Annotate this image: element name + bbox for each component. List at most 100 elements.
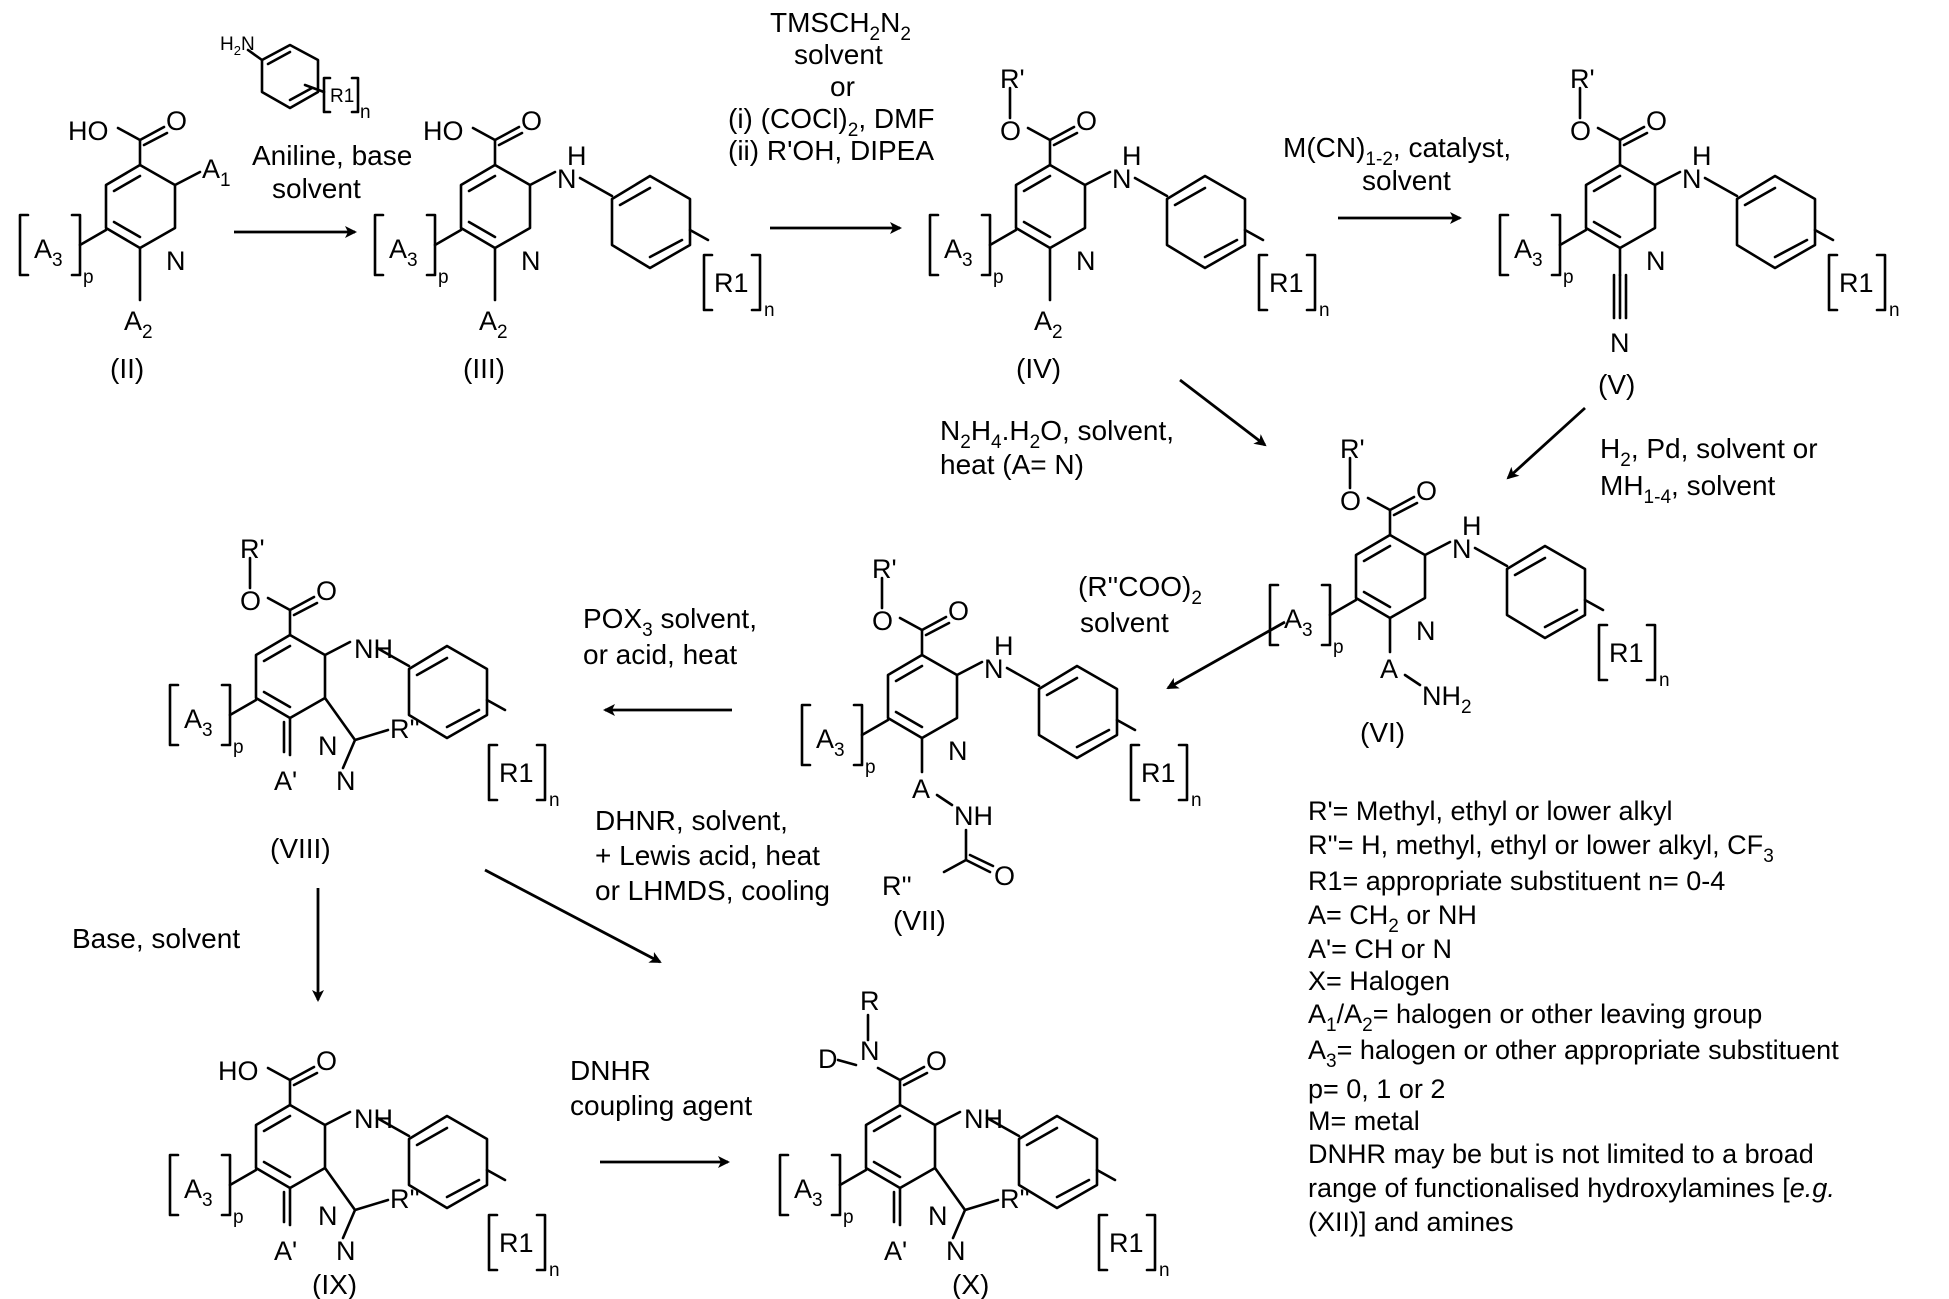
a3-label: A <box>1284 604 1302 634</box>
svg-text:p: p <box>1563 267 1574 288</box>
legend-line-13: (XII)] and amines <box>1308 1207 1514 1237</box>
ring-n-label: N <box>521 246 541 276</box>
svg-text:(ii) R'OH, DIPEA: (ii) R'OH, DIPEA <box>728 135 934 166</box>
compound-II: HO O N A 1 A 2 A 3 p (II) <box>20 106 231 384</box>
amide-o-label: O <box>994 861 1015 891</box>
svg-text:p: p <box>438 267 449 288</box>
compound-label-VI: (VI) <box>1360 717 1405 748</box>
a3-label: A <box>389 234 407 264</box>
compound-label-VIII: (VIII) <box>270 833 331 864</box>
r1-label: R1 <box>499 758 534 788</box>
r1-label: R1 <box>1609 638 1644 668</box>
svg-text:+ Lewis acid, heat: + Lewis acid, heat <box>595 840 820 871</box>
amine-h-label: H <box>994 631 1014 661</box>
svg-text:p: p <box>843 1207 854 1228</box>
svg-text:solvent: solvent <box>794 39 883 70</box>
amine-h-label: H <box>1462 511 1482 541</box>
compound-V: R' O O N N H N A 3 p R1 n (V) <box>1500 64 1900 400</box>
reagent-coupling: DNHR coupling agent <box>570 1055 752 1121</box>
aprime-n-label: A' <box>884 1236 907 1266</box>
triazole-n-label: N <box>336 766 356 796</box>
svg-text:3: 3 <box>202 1190 213 1211</box>
svg-text:3: 3 <box>407 250 418 271</box>
triazole-n-label: N <box>336 1236 356 1266</box>
reagent-aniline-solvent: solvent <box>272 173 361 204</box>
carbonyl-o-label: O <box>316 576 337 606</box>
ester-o-label: O <box>1000 116 1021 146</box>
compound-label-III: (III) <box>463 353 505 384</box>
legend-line-5: A'= CH or N <box>1308 934 1452 964</box>
ester-r-label: R' <box>1570 64 1595 94</box>
r1-label: R1 <box>1269 268 1304 298</box>
svg-text:p: p <box>83 267 94 288</box>
legend-line-7: A1/A2= halogen or other leaving group <box>1308 999 1762 1036</box>
svg-text:n: n <box>1191 790 1202 811</box>
svg-text:heat (A= N): heat (A= N) <box>940 449 1084 480</box>
svg-text:3: 3 <box>1302 620 1313 641</box>
aniline-structure: H2N R1 n <box>220 34 371 123</box>
carbonyl-o-label: O <box>1076 106 1097 136</box>
svg-text:3: 3 <box>812 1190 823 1211</box>
a2-label: A <box>124 306 142 336</box>
reagent-cyclization: POX3 solvent, or acid, heat <box>583 603 757 670</box>
bridgehead-n-label: N <box>928 1201 948 1231</box>
compound-X: R N D O NH N R'' A' N A 3 p R1 n (X) <box>780 986 1170 1299</box>
carbonyl-o-label: O <box>166 106 187 136</box>
carbonyl-o-label: O <box>1646 106 1667 136</box>
carbonyl-o-label: O <box>1416 476 1437 506</box>
svg-text:n: n <box>360 102 371 123</box>
acyl-r-label: R'' <box>882 871 912 901</box>
ester-r-label: R' <box>1000 64 1025 94</box>
arrow-V-to-VI <box>1508 408 1585 478</box>
compound-VIII: R' O O NH N R'' A' N A 3 p R1 n (VIII) <box>170 534 560 864</box>
legend-line-10: M= metal <box>1308 1106 1420 1136</box>
svg-text:(R''COO)2: (R''COO)2 <box>1078 571 1202 609</box>
triazole-r-label: R'' <box>390 714 420 744</box>
compound-label-V: (V) <box>1598 369 1635 400</box>
svg-text:3: 3 <box>962 250 973 271</box>
nitrile-n-label: N <box>1610 328 1630 358</box>
amine-h2n-label: H2N <box>220 34 255 58</box>
svg-text:H2, Pd, solvent or: H2, Pd, solvent or <box>1600 433 1818 471</box>
legend-line-2: R''= H, methyl, ethyl or lower alkyl, CF… <box>1308 830 1774 867</box>
bridgehead-n-label: N <box>318 1201 338 1231</box>
reagent-hydrazine: N2H4.H2O, solvent, heat (A= N) <box>940 415 1174 480</box>
compound-IV: R' O O N N H A 2 A 3 p R1 n (IV) <box>930 64 1330 384</box>
arrow-VI-to-VII <box>1168 622 1285 688</box>
svg-text:coupling agent: coupling agent <box>570 1090 752 1121</box>
amine-nh-label: NH <box>964 1104 1003 1134</box>
legend-line-4: A= CH2 or NH <box>1308 900 1477 937</box>
svg-text:n: n <box>549 790 560 811</box>
compound-IX: HO O NH N R'' A' N A 3 p R1 n (IX) <box>170 1046 560 1299</box>
svg-text:or acid, heat: or acid, heat <box>583 639 737 670</box>
ester-r-label: R' <box>872 554 897 584</box>
linker-a-label: A <box>912 774 930 804</box>
compound-label-VII: (VII) <box>893 905 946 936</box>
amine-h-label: H <box>1122 141 1142 171</box>
svg-text:3: 3 <box>1532 250 1543 271</box>
legend-line-1: R'= Methyl, ethyl or lower alkyl <box>1308 796 1673 826</box>
amide-nh-label: NH <box>954 801 993 831</box>
triazole-r-label: R'' <box>390 1184 420 1214</box>
compound-label-IX: (IX) <box>312 1269 357 1299</box>
svg-text:3: 3 <box>834 740 845 761</box>
svg-text:DHNR, solvent,: DHNR, solvent, <box>595 805 788 836</box>
compound-label-II: (II) <box>110 353 144 384</box>
hydroxyl-label: HO <box>68 116 109 146</box>
svg-text:n: n <box>764 300 775 321</box>
ester-r-label: R' <box>1340 434 1365 464</box>
a3-label: A <box>184 704 202 734</box>
amide-n-label: N <box>860 1036 880 1066</box>
aniline-r1-label: R1 <box>330 86 354 107</box>
svg-text:3: 3 <box>52 250 63 271</box>
svg-text:n: n <box>1319 300 1330 321</box>
svg-text:n: n <box>1159 1260 1170 1281</box>
ester-o-label: O <box>1570 116 1591 146</box>
svg-text:p: p <box>1333 637 1344 658</box>
ring-n-label: N <box>1076 246 1096 276</box>
a3-label: A <box>184 1174 202 1204</box>
svg-text:2: 2 <box>1052 322 1063 343</box>
r1-label: R1 <box>1839 268 1874 298</box>
legend-line-12: range of functionalised hydroxylamines [… <box>1308 1173 1835 1203</box>
